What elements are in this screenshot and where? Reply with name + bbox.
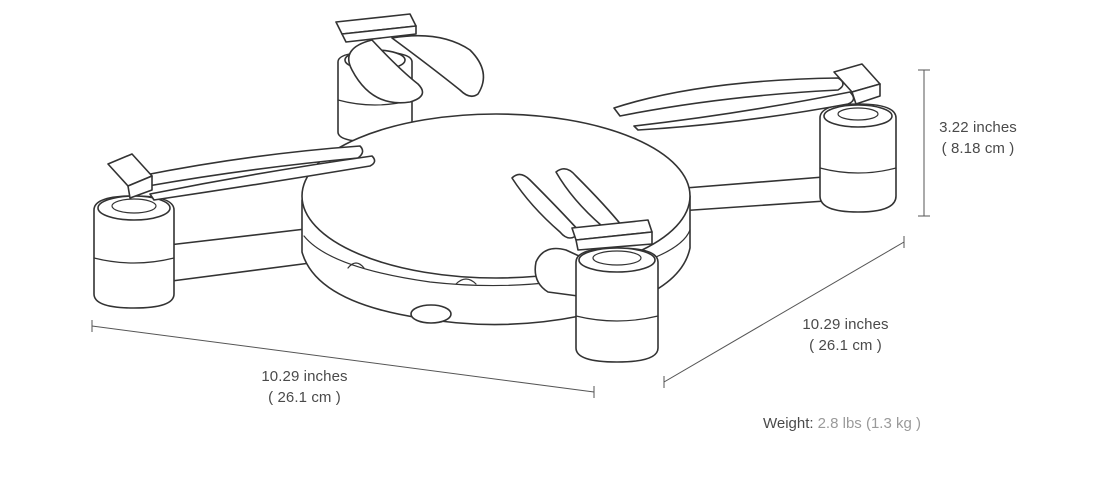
front-left-motor	[93, 195, 175, 309]
front-width-dimension-line	[91, 320, 595, 398]
height-label: 3.22 inches ( 8.18 cm )	[922, 117, 1034, 159]
front-right-propeller-hub	[571, 219, 653, 251]
front-width-imperial: 10.29 inches	[261, 368, 348, 385]
back-right-motor	[819, 103, 897, 213]
side-depth-imperial: 10.29 inches	[802, 316, 889, 333]
back-left-propeller	[335, 13, 485, 104]
front-right-motor	[575, 247, 659, 363]
height-dimension-line	[918, 69, 930, 217]
height-metric: ( 8.18 cm )	[941, 140, 1015, 157]
left-arm	[159, 227, 319, 283]
weight-label: Weight:	[763, 415, 814, 432]
side-depth-metric: ( 26.1 cm )	[809, 337, 882, 354]
front-width-metric: ( 26.1 cm )	[268, 389, 341, 406]
front-left-propeller	[107, 145, 376, 201]
weight-row: Weight:2.8 lbs (1.3 kg )	[763, 413, 921, 434]
front-width-label: 10.29 inches ( 26.1 cm )	[232, 366, 377, 408]
weight-value: 2.8 lbs (1.3 kg )	[817, 415, 921, 432]
side-depth-dimension-line	[663, 236, 905, 388]
back-right-propeller	[613, 63, 881, 131]
height-imperial: 3.22 inches	[939, 119, 1017, 136]
side-depth-label: 10.29 inches ( 26.1 cm )	[773, 314, 918, 356]
